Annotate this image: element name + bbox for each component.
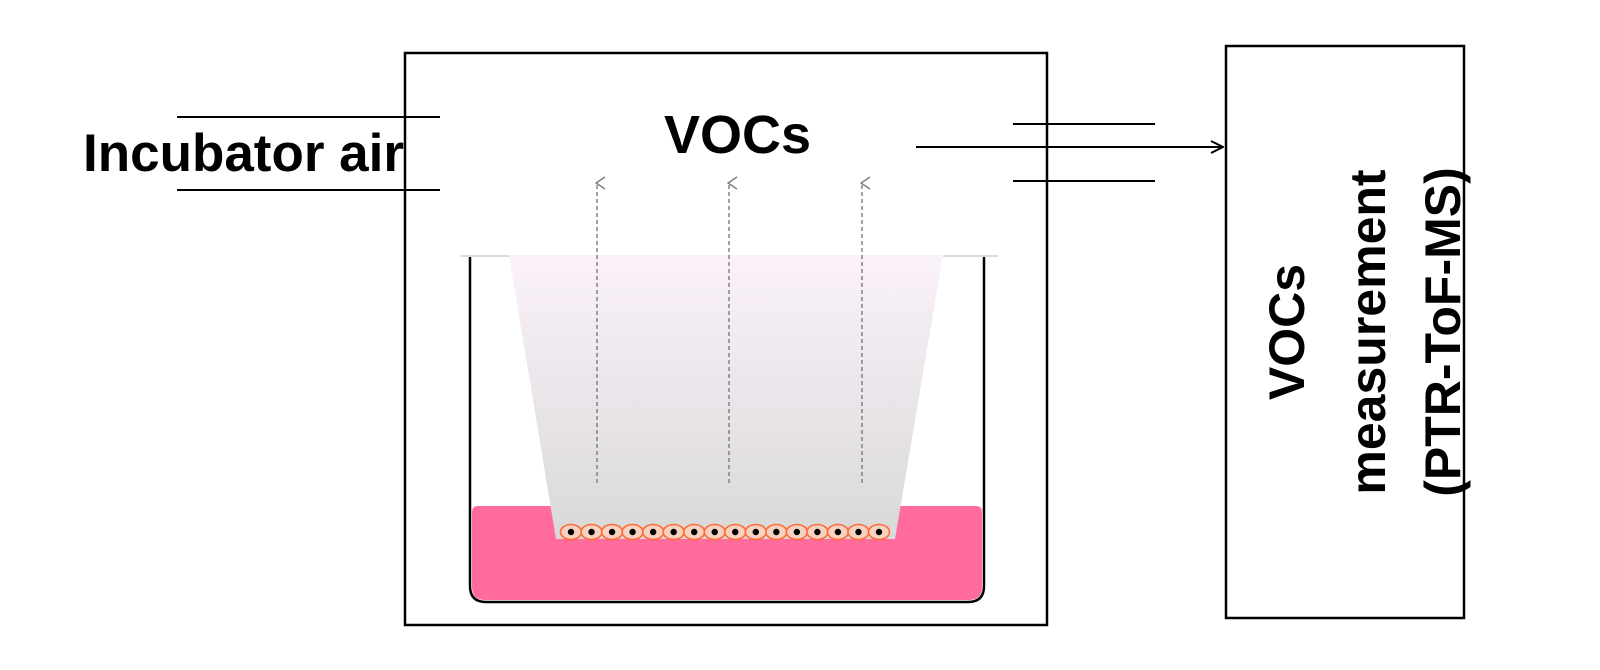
chamber-vocs-label: VOCs bbox=[664, 105, 811, 165]
cell-nucleus bbox=[793, 528, 801, 536]
cell bbox=[641, 523, 665, 541]
cell bbox=[703, 523, 727, 541]
inlet-label: Incubator air bbox=[83, 124, 404, 183]
incubator-chamber bbox=[403, 51, 1049, 627]
cell bbox=[559, 523, 583, 541]
transwell-insert bbox=[509, 255, 943, 539]
cell bbox=[723, 523, 747, 541]
cell-nucleus bbox=[855, 528, 862, 536]
cell-nucleus bbox=[608, 528, 616, 536]
instrument-label-line3: (PTR-ToF-MS) bbox=[1415, 167, 1471, 497]
cell-nucleus bbox=[773, 528, 780, 536]
cell bbox=[621, 523, 644, 541]
cell-nucleus bbox=[567, 528, 575, 536]
cell-nucleus bbox=[814, 528, 821, 536]
cell-nucleus bbox=[649, 528, 657, 536]
cell bbox=[682, 523, 706, 541]
instrument-label-line2: measurement bbox=[1340, 169, 1396, 494]
cell-nucleus bbox=[588, 528, 595, 536]
cell-nucleus bbox=[670, 528, 677, 536]
cell-nucleus bbox=[629, 528, 636, 536]
cell-layer bbox=[559, 523, 891, 541]
cell-nucleus bbox=[711, 528, 718, 536]
measurement-instrument-box bbox=[1224, 44, 1466, 620]
cell-nucleus bbox=[732, 528, 739, 536]
cell bbox=[806, 523, 829, 541]
well-outline bbox=[468, 257, 986, 604]
cell bbox=[580, 523, 603, 541]
cell bbox=[867, 523, 891, 541]
cell bbox=[826, 523, 850, 541]
cell-nucleus bbox=[691, 528, 698, 536]
instrument-label-line1: VOCs bbox=[1259, 264, 1315, 400]
cell bbox=[785, 523, 809, 541]
instrument-label: VOCs measurement (PTR-ToF-MS) bbox=[1259, 167, 1471, 497]
cell-nucleus bbox=[834, 528, 842, 536]
cell bbox=[744, 523, 768, 541]
cell bbox=[765, 523, 788, 541]
cell bbox=[600, 523, 624, 541]
cell-nucleus bbox=[875, 528, 883, 536]
cell bbox=[847, 523, 870, 541]
cell-nucleus bbox=[752, 528, 759, 536]
cell bbox=[662, 523, 685, 541]
